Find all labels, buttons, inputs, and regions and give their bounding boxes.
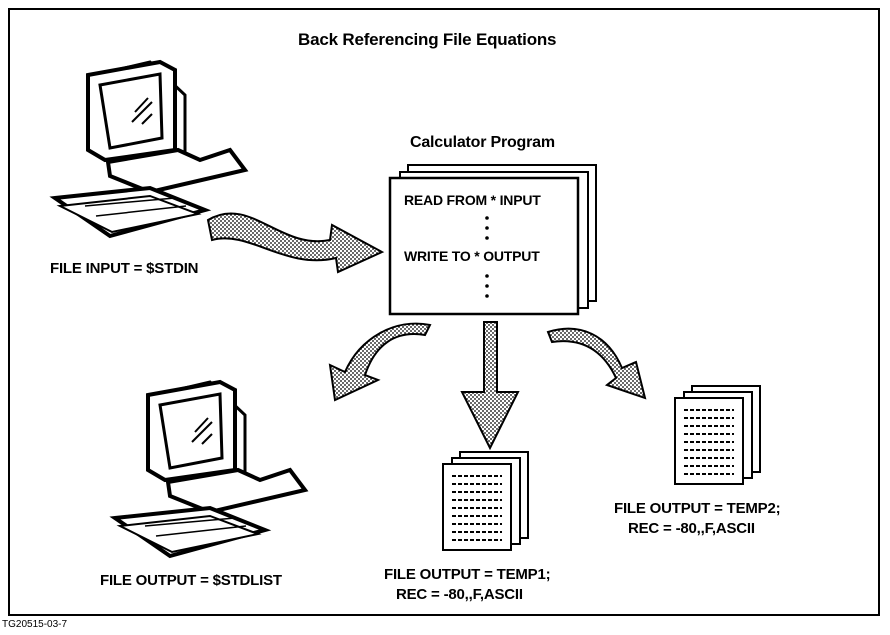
stdlist-terminal-icon (113, 380, 307, 558)
stdlist-label: FILE OUTPUT = $STDLIST (100, 572, 282, 589)
input-label: FILE INPUT = $STDIN (50, 260, 199, 277)
temp1-label-line2: REC = -80,,F,ASCII (396, 586, 523, 603)
diagram-title: Back Referencing File Equations (298, 30, 557, 49)
program-title: Calculator Program (410, 134, 555, 151)
arrow-input-to-program (206, 212, 385, 274)
arrow-program-to-stdlist (328, 322, 432, 402)
arrow-program-to-temp2 (546, 327, 647, 400)
program-read-line: READ FROM * INPUT (404, 192, 541, 208)
temp2-label-line1: FILE OUTPUT = TEMP2; (614, 500, 781, 517)
temp2-label-line2: REC = -80,,F,ASCII (628, 520, 755, 537)
program-box (388, 164, 597, 316)
input-terminal-icon (53, 60, 247, 238)
temp2-document-icon (674, 385, 761, 485)
program-write-line: WRITE TO * OUTPUT (404, 248, 540, 264)
diagram-frame (8, 8, 880, 616)
figure-id: TG20515-03-7 (2, 619, 68, 630)
arrow-program-to-temp1 (460, 321, 520, 451)
temp1-document-icon (442, 451, 529, 551)
temp1-label-line1: FILE OUTPUT = TEMP1; (384, 566, 551, 583)
